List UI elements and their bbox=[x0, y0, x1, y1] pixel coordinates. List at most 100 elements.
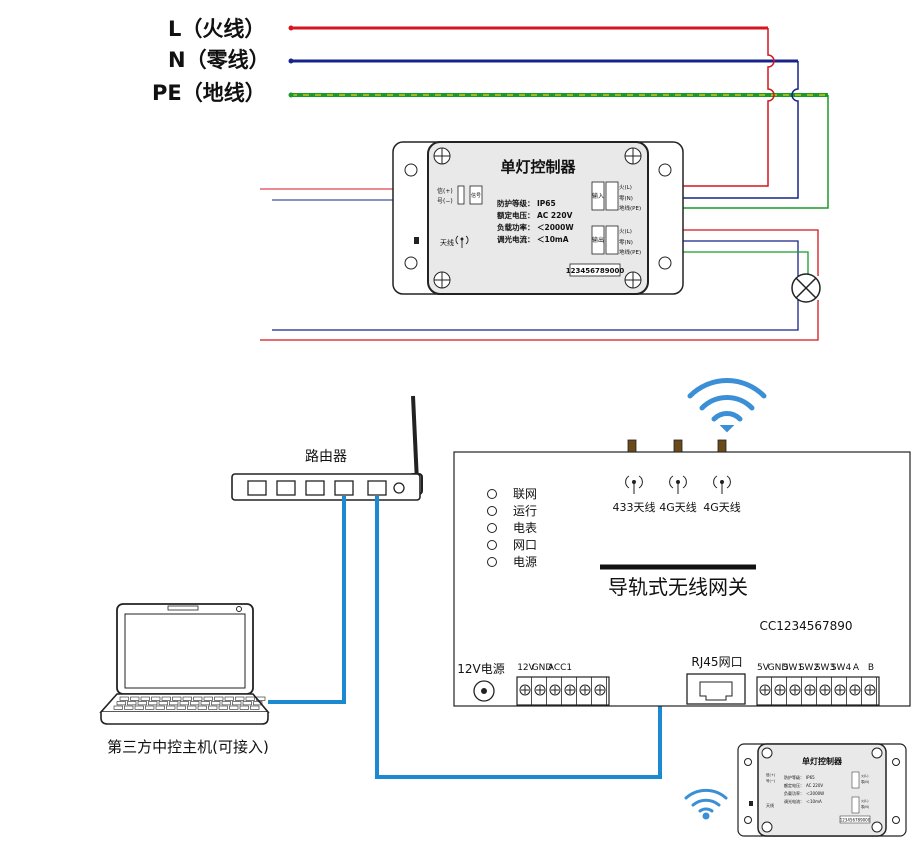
output-wires bbox=[260, 229, 819, 341]
controller-input-tag: 输入 bbox=[592, 192, 604, 200]
small-spec-value: AC 220V bbox=[806, 783, 823, 788]
antenna-label: 433天线 bbox=[613, 500, 656, 514]
small-controller-serial: 123456789000 bbox=[840, 818, 871, 823]
small-input-neutral: 零(N) bbox=[861, 779, 869, 784]
small-spec-value: IP65 bbox=[806, 775, 815, 780]
rj45-label: RJ45网口 bbox=[691, 655, 742, 669]
terminal-label: ACC1 bbox=[548, 663, 572, 673]
small-spec-label: 负载功率： bbox=[784, 790, 804, 796]
controller-input-live: 火(L) bbox=[619, 185, 632, 191]
rj45-port bbox=[686, 673, 746, 705]
indicator-label: 网口 bbox=[513, 538, 537, 552]
power-jack bbox=[473, 680, 495, 702]
neutral-line bbox=[288, 58, 798, 64]
lamp-icon bbox=[791, 273, 821, 303]
gateway-power-label: 12V电源 bbox=[457, 662, 504, 676]
neutral-line-label: N（零线） bbox=[168, 48, 270, 72]
antenna-connectors bbox=[627, 439, 727, 453]
spec-value: ＜2000W bbox=[537, 223, 574, 232]
spec-label: 防护等级： bbox=[497, 198, 535, 208]
spec-value: ＜10mA bbox=[537, 235, 569, 244]
antenna-icon bbox=[713, 475, 731, 494]
live-line bbox=[288, 25, 768, 31]
small-controller-title: 单灯控制器 bbox=[802, 756, 843, 766]
router-icon bbox=[231, 395, 423, 501]
small-spec-value: ＜10mA bbox=[806, 799, 822, 804]
terminal-label: 12V bbox=[517, 663, 535, 673]
small-controller-signal-minus: 号(−) bbox=[766, 778, 776, 783]
controller-input-earth: 地线(PE) bbox=[619, 204, 641, 212]
indicator-label: 电表 bbox=[513, 521, 537, 535]
terminal-label: GND bbox=[768, 663, 789, 673]
controller-output-neutral: 零(N) bbox=[619, 239, 633, 246]
controller-signal-minus: 号(−) bbox=[437, 198, 453, 205]
terminal-label: SW3 bbox=[815, 663, 835, 673]
indicator-led bbox=[487, 540, 497, 550]
indicator-led bbox=[487, 489, 497, 499]
small-output-live: 火(L) bbox=[861, 799, 868, 803]
live-line-label: L（火线） bbox=[168, 17, 265, 41]
spec-value: AC 220V bbox=[537, 211, 573, 220]
terminal-label: B bbox=[868, 663, 874, 673]
small-spec-label: 调光电流： bbox=[784, 798, 804, 804]
controller-output-live: 火(L) bbox=[619, 229, 632, 235]
antenna-label: 4G天线 bbox=[703, 500, 741, 514]
small-controller-signal-plus: 信(+) bbox=[766, 772, 776, 777]
wifi-icon bbox=[687, 378, 767, 433]
spec-label: 负载功率： bbox=[497, 222, 535, 232]
terminal-housing bbox=[516, 676, 610, 706]
antenna-icon bbox=[455, 235, 469, 248]
computer-label: 第三方中控主机(可接入) bbox=[107, 738, 269, 756]
network-cables bbox=[268, 496, 662, 779]
small-output-neutral: 零(N) bbox=[861, 804, 869, 809]
terminal-label: GND bbox=[532, 663, 553, 673]
terminal-label: A bbox=[853, 663, 860, 673]
controller-title: 单灯控制器 bbox=[500, 158, 576, 176]
antenna-label: 4G天线 bbox=[659, 500, 697, 514]
small-controller-antenna-label: 天线 bbox=[766, 802, 774, 808]
small-input-live: 火(L) bbox=[861, 774, 868, 778]
antenna-icon bbox=[625, 475, 643, 494]
spec-label: 调光电流： bbox=[497, 234, 535, 244]
spec-label: 额定电压： bbox=[497, 210, 535, 220]
indicator-label: 联网 bbox=[513, 487, 537, 501]
terminal-label: SW4 bbox=[831, 663, 852, 673]
gateway-title: 导轨式无线网关 bbox=[608, 575, 748, 599]
controller-signal-plus: 信(+) bbox=[437, 187, 453, 195]
controller-signal-tag: 信号 bbox=[471, 192, 481, 199]
controller-input-neutral: 零(N) bbox=[619, 195, 633, 202]
router-label: 路由器 bbox=[305, 449, 347, 465]
indicator-led bbox=[487, 557, 497, 567]
earth-line bbox=[288, 92, 828, 98]
small-spec-value: ＜2000W bbox=[806, 791, 824, 796]
terminal-label: SW1 bbox=[783, 663, 803, 673]
controller-antenna-label: 天线 bbox=[440, 238, 454, 247]
gateway-serial: CC1234567890 bbox=[759, 619, 852, 633]
controller-serial: 123456789000 bbox=[566, 267, 625, 275]
earth-drop bbox=[620, 95, 829, 209]
indicator-led bbox=[487, 506, 497, 516]
neutral-drop bbox=[620, 61, 799, 199]
wifi-icon bbox=[684, 788, 728, 820]
terminal-label: SW2 bbox=[799, 663, 819, 673]
controller-output-tag: 输出 bbox=[592, 236, 604, 244]
small-spec-label: 防护等级： bbox=[784, 774, 804, 780]
controller-output-earth: 地线(PE) bbox=[619, 248, 641, 256]
indicator-led bbox=[487, 523, 497, 533]
indicator-label: 电源 bbox=[513, 555, 537, 569]
small-spec-label: 额定电压： bbox=[784, 782, 804, 788]
live-drop bbox=[620, 28, 775, 187]
antenna-icon bbox=[669, 475, 687, 494]
terminal-label: 5V bbox=[757, 663, 770, 673]
indicator-label: 运行 bbox=[513, 504, 537, 518]
